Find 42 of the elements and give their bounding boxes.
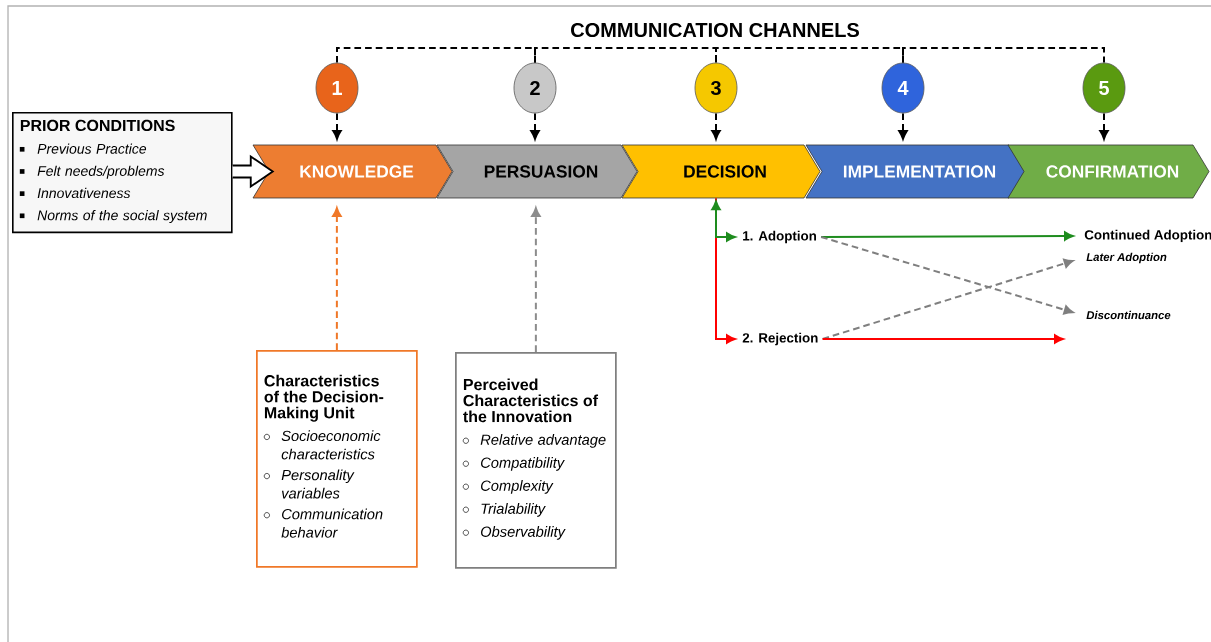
- stage-box: IMPLEMENTATION: [805, 144, 1026, 199]
- outcome-label: Continued Adoption: [1084, 229, 1211, 243]
- stage-box: CONFIRMATION: [1007, 144, 1210, 199]
- outcome-label: 1. Adoption: [743, 230, 816, 244]
- arrow: [531, 207, 541, 353]
- list-item: Innovativeness: [37, 187, 131, 199]
- stage-box: PERSUASION: [436, 144, 638, 199]
- outcome-label: 2. Rejection: [742, 332, 818, 346]
- arrow: [821, 258, 1074, 340]
- branch-arrow: [711, 200, 736, 242]
- list-item: Observability: [481, 526, 566, 540]
- arrow: [711, 112, 721, 140]
- block-arrow: [231, 154, 275, 189]
- heading: COMMUNICATION CHANNELS: [571, 22, 859, 38]
- box-heading: Perceived Characteristics of the Innovation: [463, 378, 599, 423]
- list-item: Compatibility: [481, 457, 565, 471]
- arrow: [332, 112, 342, 140]
- arrow: [1099, 112, 1109, 140]
- list-item: Personality variables: [281, 469, 355, 499]
- list-item: Complexity: [481, 480, 554, 494]
- box-heading: Characteristics of the Decision-Making Unit: [264, 374, 384, 422]
- list-item: Norms of the social system: [37, 210, 207, 224]
- arrow: [530, 112, 540, 140]
- arrow: [821, 334, 1064, 344]
- list-item: Felt needs/problems: [37, 165, 165, 179]
- box-heading: PRIOR CONDITIONS: [20, 119, 175, 132]
- outcome-label: Later Adoption: [1086, 252, 1167, 264]
- stage-box: KNOWLEDGE: [252, 144, 453, 199]
- arrow: [898, 112, 908, 140]
- stage-box: DECISION: [621, 144, 821, 199]
- list-item: Previous Practice: [37, 143, 147, 154]
- arrow: [332, 207, 342, 351]
- list-item: Communication behavior: [281, 508, 383, 538]
- arrow: [820, 231, 1074, 241]
- characteristics-box: [256, 350, 418, 568]
- arrow: [820, 236, 1074, 315]
- outcome-label: Discontinuance: [1086, 310, 1171, 320]
- list-item: Trialability: [481, 503, 546, 517]
- list-item: Relative advantage: [480, 434, 606, 448]
- conditions-box: [12, 112, 233, 234]
- characteristics-box: [455, 352, 617, 569]
- list-item: Socioeconomic characteristics: [281, 430, 381, 460]
